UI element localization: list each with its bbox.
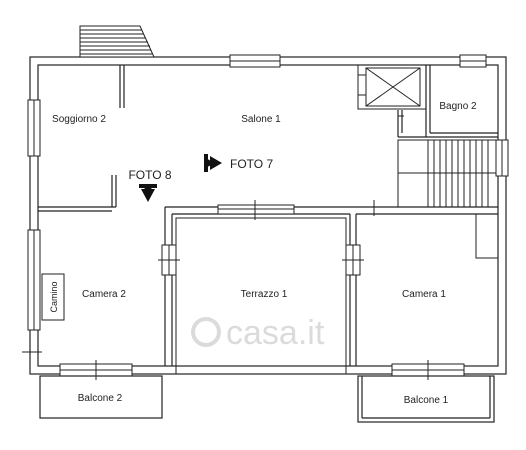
room-balcone-2: Balcone 2 <box>78 393 123 404</box>
opening-ticks <box>22 115 429 380</box>
wardrobe-niche <box>475 213 499 259</box>
room-balcone-1: Balcone 1 <box>404 395 449 406</box>
watermark-logo-icon <box>191 317 221 347</box>
balcone-1-shape <box>357 375 495 423</box>
room-terrazzo-1: Terrazzo 1 <box>241 289 288 300</box>
room-camera-2: Camera 2 <box>82 289 126 300</box>
room-salone-1: Salone 1 <box>241 114 281 125</box>
camino-box <box>41 273 65 321</box>
watermark-text: casa.it <box>226 314 325 352</box>
room-soggiorno-2: Soggiorno 2 <box>52 114 106 125</box>
balcone-2-shape <box>39 375 163 419</box>
elevator-shaft <box>357 64 427 110</box>
foto-7-label: FOTO 7 <box>230 157 273 171</box>
internal-staircase <box>397 139 499 208</box>
camino-label: Camino <box>49 281 59 312</box>
camera1-wall <box>349 213 498 366</box>
foto-7-marker-icon <box>204 154 222 172</box>
soggiorno-partition <box>111 65 125 207</box>
watermark: casa.it <box>191 314 325 352</box>
terrazzo-border <box>175 217 347 375</box>
room-bagno-2: Bagno 2 <box>439 101 477 112</box>
top-staircase <box>79 25 155 58</box>
room-camera-1: Camera 1 <box>402 289 446 300</box>
bagno-walls <box>397 65 498 138</box>
foto-8-marker-icon <box>139 184 157 202</box>
foto-8-label: FOTO 8 <box>128 168 171 182</box>
camera2-wall <box>164 207 173 366</box>
